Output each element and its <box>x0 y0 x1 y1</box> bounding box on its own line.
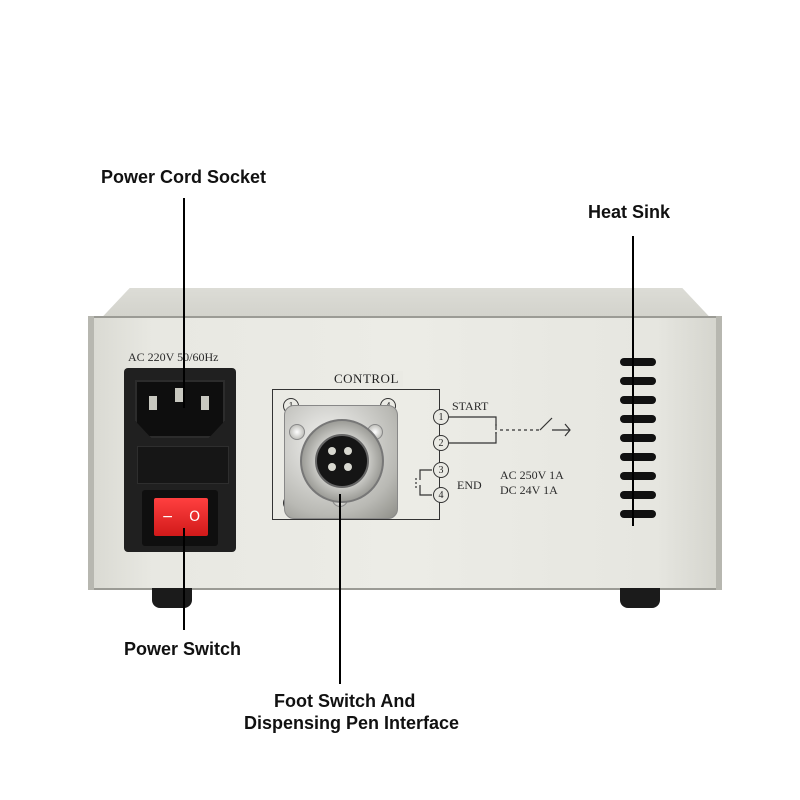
socket-pin-center <box>175 388 183 402</box>
switch-off-symbol: O <box>189 509 201 525</box>
control-frame <box>272 389 440 520</box>
vent-slot <box>620 358 656 366</box>
right-foot <box>620 588 660 608</box>
connector-socket-face[interactable] <box>315 434 369 488</box>
vent-slot <box>620 415 656 423</box>
flange-screw-top-left <box>289 424 305 440</box>
connector-pin-4 <box>344 463 352 471</box>
leader-foot-switch <box>339 494 341 684</box>
socket-pin-right <box>201 396 209 410</box>
terminal-number-2: 2 <box>433 435 449 451</box>
callout-power-cord-socket: Power Cord Socket <box>101 167 267 187</box>
vent-slot <box>620 510 656 518</box>
rating-ac-label: AC 250V 1A <box>500 468 564 482</box>
vent-slot <box>620 472 656 480</box>
power-switch[interactable]: − O <box>154 498 208 536</box>
vent-slot <box>620 396 656 404</box>
vent-slot <box>620 491 656 499</box>
connector-pin-1 <box>328 447 336 455</box>
power-cord-socket[interactable] <box>135 380 225 438</box>
connector-pin-2 <box>344 447 352 455</box>
callout-power-switch: Power Switch <box>124 639 242 659</box>
control-title: CONTROL <box>330 371 403 387</box>
leader-heat-sink <box>632 236 634 526</box>
leader-power-cord-socket <box>183 198 185 408</box>
terminal-number-3: 3 <box>433 462 449 478</box>
switch-on-symbol: − <box>161 509 174 525</box>
callout-foot-switch-line1: Foot Switch And <box>274 691 416 711</box>
left-foot <box>152 588 192 608</box>
end-label: END <box>457 478 482 492</box>
fuse-drawer[interactable] <box>137 446 229 484</box>
rating-dc-label: DC 24V 1A <box>500 483 558 497</box>
callout-foot-switch-line2: Dispensing Pen Interface <box>244 713 460 733</box>
terminal-number-4: 4 <box>433 487 449 503</box>
leader-power-switch <box>183 528 185 630</box>
vent-slot <box>620 434 656 442</box>
vent-slot <box>620 453 656 461</box>
start-label: START <box>452 399 489 413</box>
connector-pin-3 <box>328 463 336 471</box>
socket-pin-left <box>149 396 157 410</box>
terminal-number-1: 1 <box>433 409 449 425</box>
panel-right-edge <box>716 316 722 590</box>
vent-slot <box>620 377 656 385</box>
callout-heat-sink: Heat Sink <box>588 202 671 222</box>
voltage-label: AC 220V 50/60Hz <box>128 350 219 364</box>
panel-left-edge <box>88 316 94 590</box>
